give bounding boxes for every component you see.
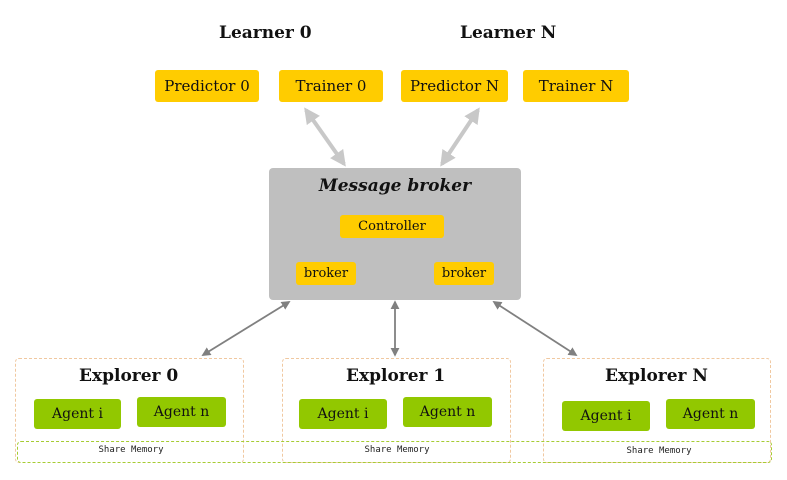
explorerN-agent-n: Agent n: [666, 399, 755, 429]
predictor0-box: Predictor 0: [155, 70, 259, 102]
share-memory-label-0: Share Memory: [98, 445, 164, 455]
explorer0-agent-i: Agent i: [34, 399, 121, 429]
broker-right-box: broker: [434, 262, 494, 285]
explorer0-title: Explorer 0: [79, 366, 179, 386]
predictorN-box: Predictor N: [401, 70, 508, 102]
trainerN-box: Trainer N: [523, 70, 629, 102]
arrow-learnerN-broker: [440, 107, 480, 167]
explorerN-title: Explorer N: [605, 366, 708, 386]
explorer1-agent-i: Agent i: [299, 399, 387, 429]
explorer1-agent-n: Agent n: [403, 397, 492, 427]
controller-box: Controller: [340, 215, 444, 238]
explorer1-title: Explorer 1: [346, 366, 446, 386]
message-broker-title: Message broker: [318, 176, 472, 196]
broker-left-box: broker: [296, 262, 356, 285]
share-memory-label-1: Share Memory: [364, 445, 430, 455]
arrow-learner0-broker: [304, 107, 346, 167]
arrow-broker-explorerN: [492, 301, 578, 356]
share-memory-strip: [17, 441, 772, 463]
arrow-broker-explorer0: [201, 301, 291, 356]
explorerN-agent-i: Agent i: [562, 401, 650, 431]
share-memory-label-2: Share Memory: [626, 446, 692, 456]
trainer0-box: Trainer 0: [279, 70, 383, 102]
learnerN-title: Learner N: [460, 23, 557, 43]
explorer0-agent-n: Agent n: [137, 397, 226, 427]
learner0-title: Learner 0: [219, 23, 312, 43]
